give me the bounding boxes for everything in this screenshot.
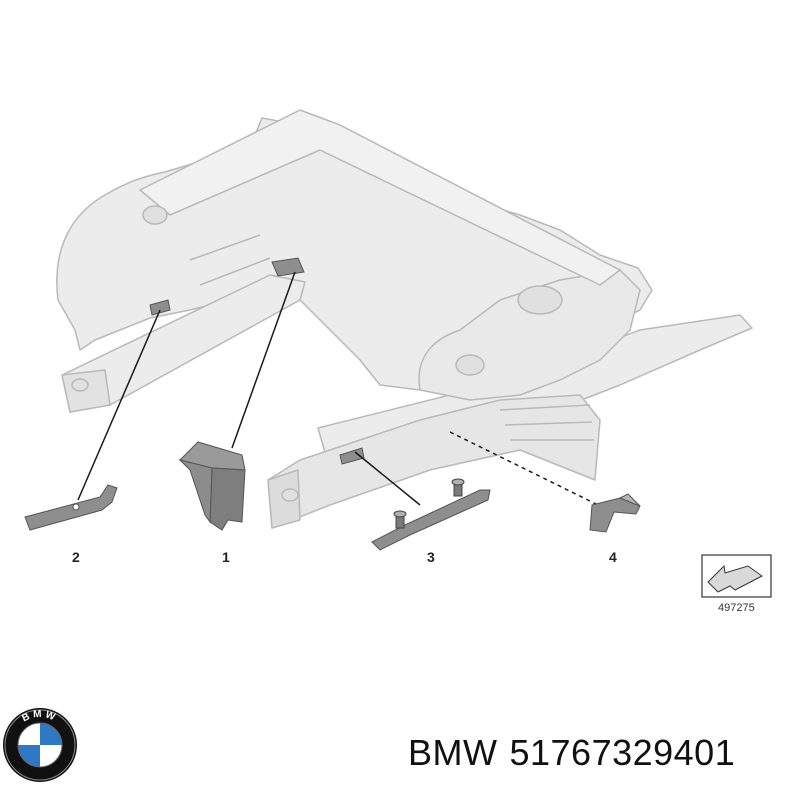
bmw-logo-text: BMW xyxy=(20,709,56,725)
part-3-bracket xyxy=(371,478,491,551)
part-1-bracket xyxy=(178,441,246,531)
brand-name: BMW xyxy=(408,732,498,773)
mounted-brackets xyxy=(149,257,365,465)
callout-3: 3 xyxy=(427,549,435,565)
callout-2: 2 xyxy=(72,549,80,565)
direction-arrow-icon xyxy=(707,564,763,593)
leader-line-1 xyxy=(231,271,296,449)
callout-1: 1 xyxy=(222,549,230,565)
leader-line-4 xyxy=(449,431,599,506)
reference-number: 497275 xyxy=(718,602,755,614)
part-4-bracket xyxy=(589,493,641,533)
brand-part-caption: BMW 51767329401 xyxy=(408,732,793,774)
callout-labels: 1 2 3 4 xyxy=(72,549,617,565)
part-2-bracket xyxy=(24,484,118,531)
bmw-logo: BMW xyxy=(3,708,77,782)
orientation-reference-box: 497275 xyxy=(701,554,772,614)
part-number: 51767329401 xyxy=(509,732,736,773)
leader-line-2 xyxy=(77,309,161,501)
front-body-structure xyxy=(56,109,753,529)
leader-lines xyxy=(77,271,599,506)
callout-4: 4 xyxy=(609,549,617,565)
leader-line-3 xyxy=(354,451,421,506)
svg-text:BMW: BMW xyxy=(20,709,59,725)
